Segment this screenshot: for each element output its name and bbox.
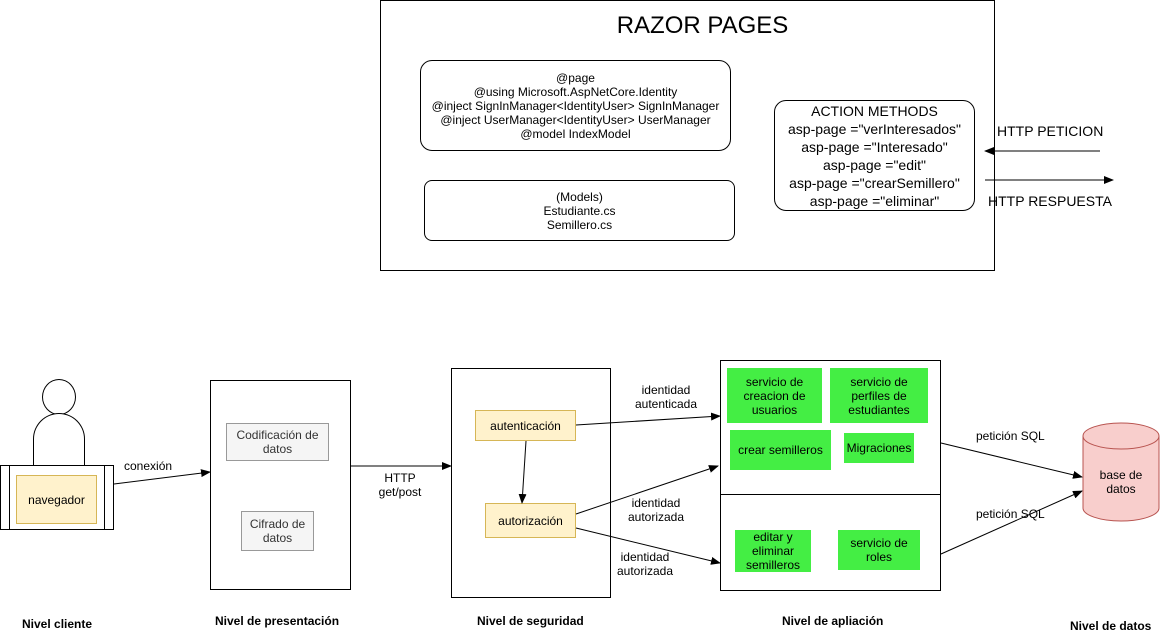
security-level-label: Nivel de seguridad	[477, 614, 584, 628]
service-line: perfiles de	[851, 388, 907, 403]
browser-right-bar	[104, 466, 105, 529]
service-line: roles	[865, 550, 892, 564]
http-transport-label: HTTP get/post	[370, 470, 430, 500]
authorized-arrow-1	[575, 465, 719, 515]
browser-left-bar	[9, 466, 10, 529]
sql-arrow-2	[940, 490, 1083, 555]
action-methods-line: ACTION METHODS	[811, 102, 938, 119]
models-line: Estudiante.cs	[543, 203, 616, 218]
edge-label-line: identidad	[631, 496, 681, 510]
service-line: editar y	[753, 530, 793, 544]
database-line: base de	[1099, 468, 1143, 482]
directive-line: @inject SignInManager<IdentityUser> Sign…	[431, 98, 720, 113]
service-line: servicio de	[850, 374, 908, 389]
edge-label-line: autorizada	[616, 564, 674, 578]
http-response-label: HTTP RESPUESTA	[988, 193, 1112, 209]
models-line: (Models)	[556, 189, 603, 204]
authorized-edge-label-2: identidad autorizada	[607, 549, 683, 579]
connection-arrow	[113, 469, 211, 485]
encoding-box: Codificación de datos	[226, 423, 329, 461]
directive-line: @inject UserManager<IdentityUser> UserMa…	[440, 112, 711, 127]
edge-label-line: autorizada	[627, 510, 685, 524]
sql-arrow-1	[940, 442, 1083, 479]
action-methods-line: asp-page ="Interesado"	[801, 138, 948, 155]
service-line: estudiantes	[848, 402, 910, 417]
sql-request-label-2: petición SQL	[976, 507, 1045, 521]
edit-delete-box: editar y eliminar semilleros	[735, 530, 811, 572]
user-service-box: servicio de creacion de usuarios	[727, 368, 822, 423]
migrations-box: Migraciones	[844, 433, 914, 463]
authorized-edge-label-1: identidad autorizada	[618, 495, 694, 525]
encryption-line: Cifrado de	[249, 517, 306, 531]
directive-line: @using Microsoft.AspNetCore.Identity	[473, 84, 678, 99]
database-label: base de datos	[1084, 462, 1158, 502]
action-methods-line: asp-page ="edit"	[823, 156, 926, 173]
encryption-line: datos	[262, 531, 293, 545]
browser-label: navegador	[16, 475, 97, 524]
edge-label-line: identidad	[620, 550, 670, 564]
presentation-level-label: Nivel de presentación	[215, 614, 340, 628]
connection-label: conexión	[124, 459, 173, 473]
application-level-label: Nivel de apliación	[782, 614, 884, 628]
edge-label-line: identidad	[641, 383, 691, 397]
authenticated-arrow	[575, 412, 721, 426]
transport-line: get/post	[378, 485, 422, 499]
authorization-box: autorización	[485, 503, 576, 538]
directive-line: @model IndexModel	[520, 126, 631, 141]
create-seedbed-box: crear semilleros	[730, 430, 831, 470]
presentation-container	[210, 380, 351, 590]
encryption-box: Cifrado de datos	[241, 511, 314, 551]
edge-label-line: autenticada	[634, 397, 698, 411]
models-line: Semillero.cs	[546, 217, 613, 232]
profile-service-box: servicio de perfiles de estudiantes	[830, 368, 928, 423]
directive-line: @page	[556, 70, 595, 85]
razor-pages-title: RAZOR PAGES	[616, 12, 789, 39]
action-methods-box: ACTION METHODS asp-page ="verInteresados…	[774, 100, 975, 211]
service-line: semilleros	[745, 558, 800, 572]
sql-request-label-1: petición SQL	[976, 429, 1045, 443]
service-line: servicio de	[850, 536, 908, 550]
directives-box: @page @using Microsoft.AspNetCore.Identi…	[420, 60, 731, 151]
encoding-line: Codificación de	[236, 428, 319, 442]
service-line: creacion de	[743, 388, 806, 403]
database-line: datos	[1106, 482, 1136, 496]
roles-service-box: servicio de roles	[838, 530, 920, 570]
service-line: eliminar	[751, 544, 794, 558]
service-line: servicio de	[745, 374, 804, 389]
action-methods-line: asp-page ="eliminar"	[809, 192, 940, 209]
action-methods-line: asp-page ="crearSemillero"	[789, 174, 960, 191]
user-head-icon	[42, 379, 76, 415]
client-level-label: Nivel cliente	[22, 617, 93, 631]
encoding-line: datos	[262, 442, 293, 456]
authentication-box: autenticación	[475, 410, 576, 441]
data-level-label: Nivel de datos	[1070, 619, 1152, 633]
authorized-arrow-2	[575, 527, 721, 565]
transport-line: HTTP	[384, 471, 416, 485]
database-cylinder	[1082, 422, 1160, 522]
authenticated-edge-label: identidad autenticada	[628, 382, 704, 412]
authentication-to-authorization-arrow	[518, 440, 527, 504]
security-container	[451, 368, 611, 598]
service-line: usuarios	[751, 402, 798, 417]
user-body-icon	[33, 413, 85, 465]
models-box: (Models) Estudiante.cs Semillero.cs	[424, 180, 735, 241]
application-divider	[720, 494, 941, 495]
http-request-label: HTTP PETICION	[997, 123, 1104, 139]
action-methods-line: asp-page ="verInteresados"	[788, 120, 961, 137]
